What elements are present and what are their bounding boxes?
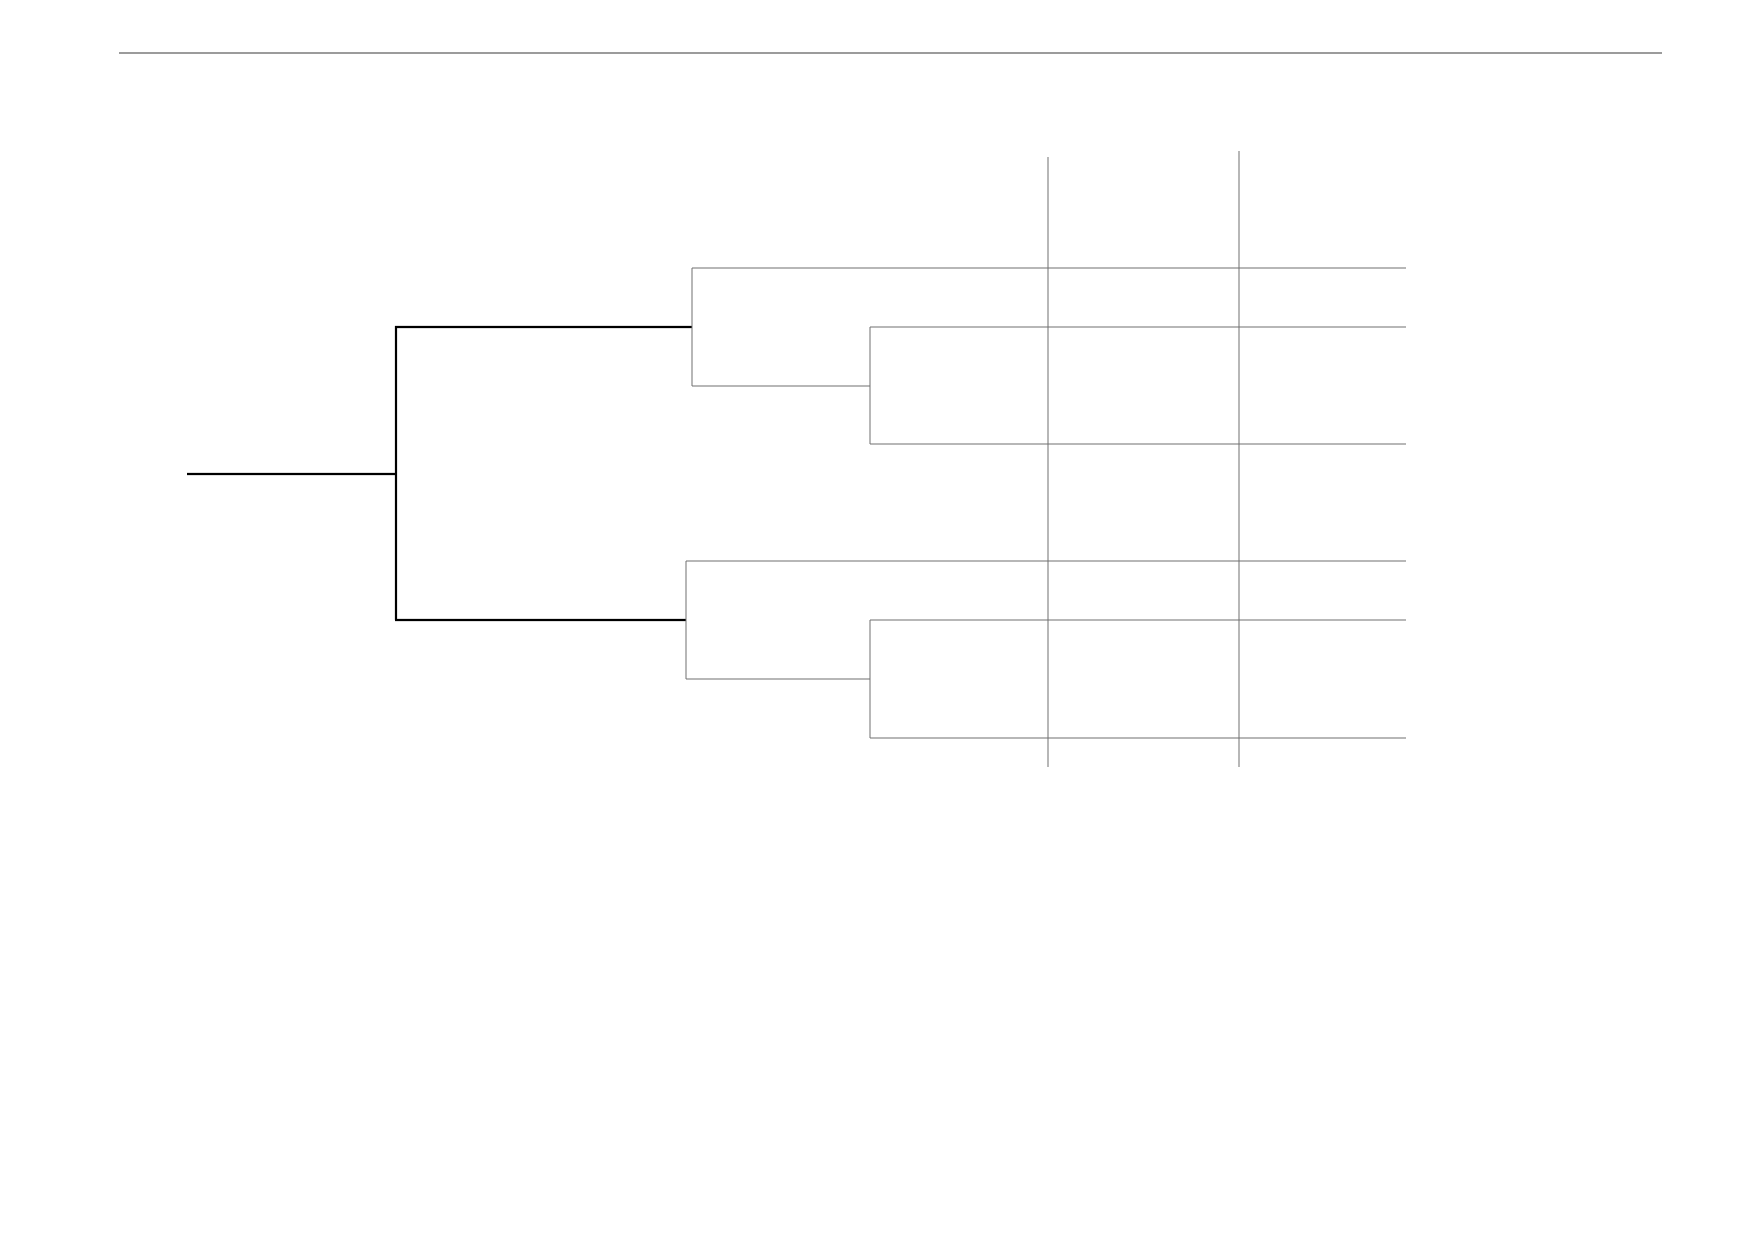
dendrogram-diagram [119, 52, 1662, 767]
